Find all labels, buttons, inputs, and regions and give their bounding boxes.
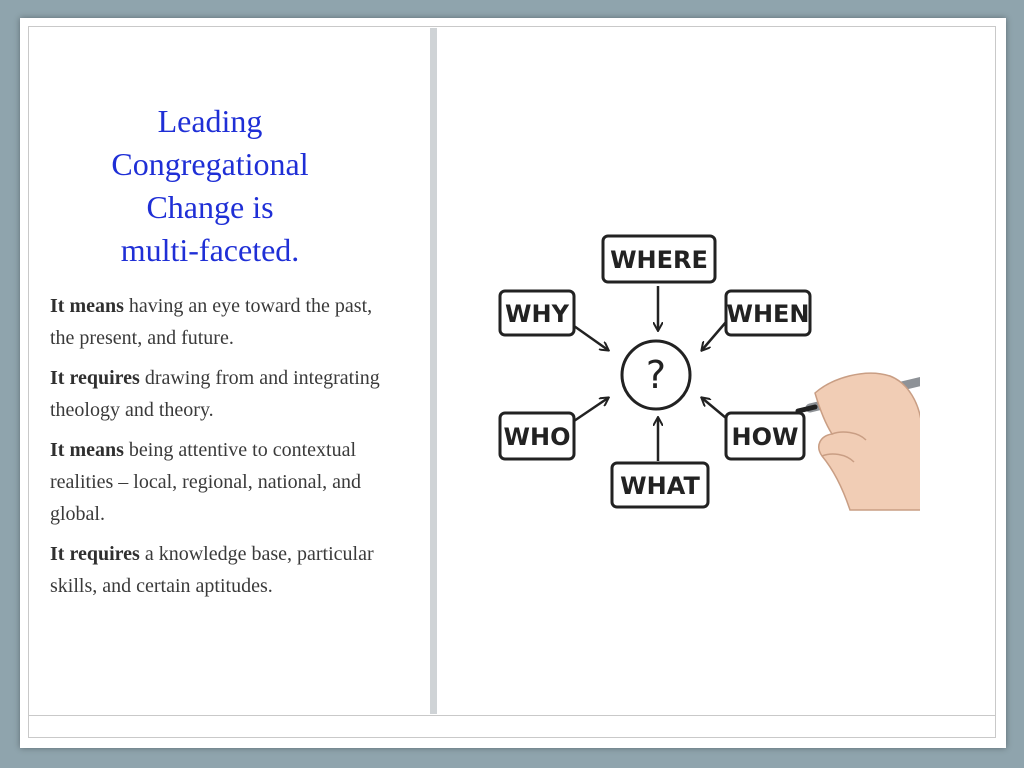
when-label: WHEN	[726, 300, 809, 328]
arrow-why	[573, 324, 608, 350]
bullet-item: It means being attentive to contextual r…	[30, 434, 390, 530]
why-box: WHY	[498, 289, 576, 337]
bullet-list: It means having an eye toward the past, …	[30, 290, 390, 602]
bullet-lead: It requires	[50, 543, 140, 565]
where-box: WHERE	[601, 234, 717, 284]
bullet-item: It requires a knowledge base, particular…	[30, 538, 390, 602]
hand-with-marker-icon	[795, 372, 920, 511]
what-box: WHAT	[610, 461, 710, 509]
why-label: WHY	[505, 300, 570, 328]
what-label: WHAT	[620, 472, 700, 500]
bullet-text: a knowledge base, particular skills, and…	[50, 543, 374, 597]
footer-divider	[28, 715, 996, 716]
question-mark: ?	[646, 353, 666, 397]
when-box: WHEN	[724, 289, 812, 337]
text-column: Leading Congregational Change is multi-f…	[30, 100, 390, 610]
slide-title: Leading Congregational Change is multi-f…	[111, 103, 309, 268]
arrows	[573, 286, 727, 461]
where-label: WHERE	[610, 246, 708, 274]
bullet-lead: It requires	[50, 367, 140, 389]
arrow-how	[702, 398, 727, 419]
bullet-item: It requires drawing from and integrating…	[30, 362, 390, 426]
arrow-when	[702, 321, 727, 350]
bullet-text: having an eye toward the past, the prese…	[50, 295, 373, 349]
who-box: WHO	[498, 411, 576, 461]
who-label: WHO	[504, 423, 571, 451]
arrow-who	[573, 398, 608, 423]
column-divider	[430, 28, 437, 714]
bullet-text: being attentive to contextual realities …	[50, 439, 361, 525]
bullet-lead: It means	[50, 439, 124, 461]
bullet-lead: It means	[50, 295, 124, 317]
how-box: HOW	[724, 411, 806, 461]
bullet-text: drawing from and integrating theology an…	[50, 367, 380, 421]
bullet-item: It means having an eye toward the past, …	[30, 290, 390, 354]
slide-frame	[28, 26, 996, 738]
question-words-diagram: WHERE WHY WHEN WHO HOW WHAT ?	[498, 234, 920, 511]
question-circle: ?	[620, 339, 692, 411]
how-label: HOW	[732, 423, 799, 451]
